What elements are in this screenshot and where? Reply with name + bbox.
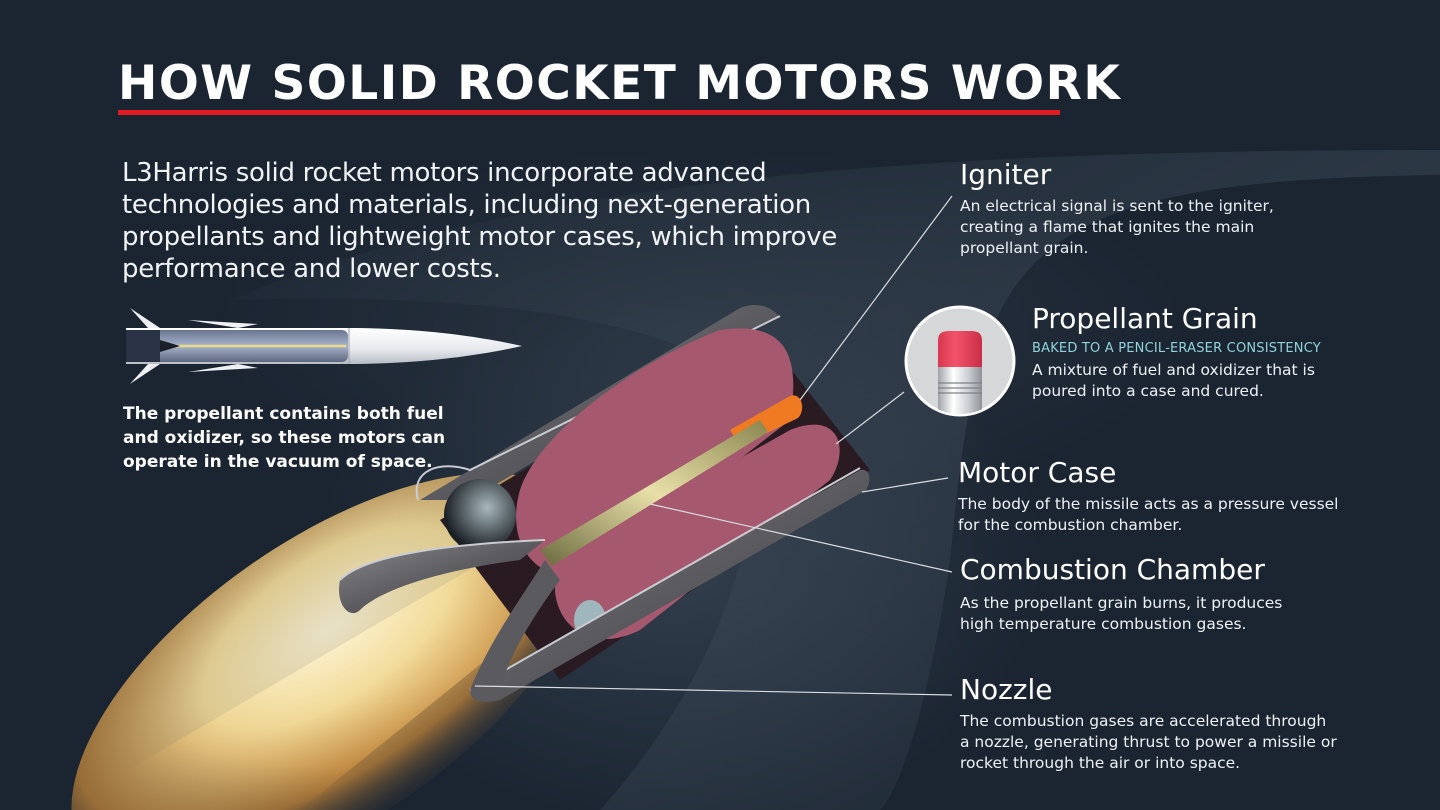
intro-paragraph: L3Harris solid rocket motors incorporate… — [122, 158, 838, 284]
title-underline — [118, 110, 1060, 115]
vacuum-note: The propellant contains both fuel and ox… — [123, 404, 446, 472]
callout-heading: Propellant Grain — [1032, 302, 1258, 335]
callout-heading: Igniter — [960, 158, 1052, 191]
missile-cutaway-icon — [126, 308, 522, 384]
callout-nozzle: Nozzle The combustion gases are accelera… — [960, 673, 1340, 774]
callout-heading: Motor Case — [958, 456, 1117, 489]
pencil-eraser-icon — [904, 305, 1016, 417]
callout-combustion-chamber: Combustion Chamber As the propellant gra… — [960, 553, 1300, 635]
callout-igniter: Igniter An electrical signal is sent to … — [960, 158, 1300, 259]
rocket-motor-cutaway-illustration — [60, 305, 870, 810]
callout-heading: Combustion Chamber — [960, 553, 1265, 586]
callout-description: The combustion gases are accelerated thr… — [960, 712, 1337, 772]
callout-motor-case: Motor Case The body of the missile acts … — [958, 456, 1348, 536]
callout-propellant-grain: Propellant Grain BAKED TO A PENCIL-ERASE… — [1032, 302, 1332, 402]
callout-heading: Nozzle — [960, 673, 1053, 706]
page-title: HOW SOLID ROCKET MOTORS WORK — [118, 56, 1122, 111]
callout-subheading: BAKED TO A PENCIL-ERASER CONSISTENCY — [1032, 341, 1321, 356]
callout-description: A mixture of fuel and oxidizer that is p… — [1032, 361, 1315, 400]
callout-description: As the propellant grain burns, it produc… — [960, 594, 1283, 633]
callout-description: An electrical signal is sent to the igni… — [960, 197, 1274, 257]
callout-description: The body of the missile acts as a pressu… — [958, 495, 1339, 534]
